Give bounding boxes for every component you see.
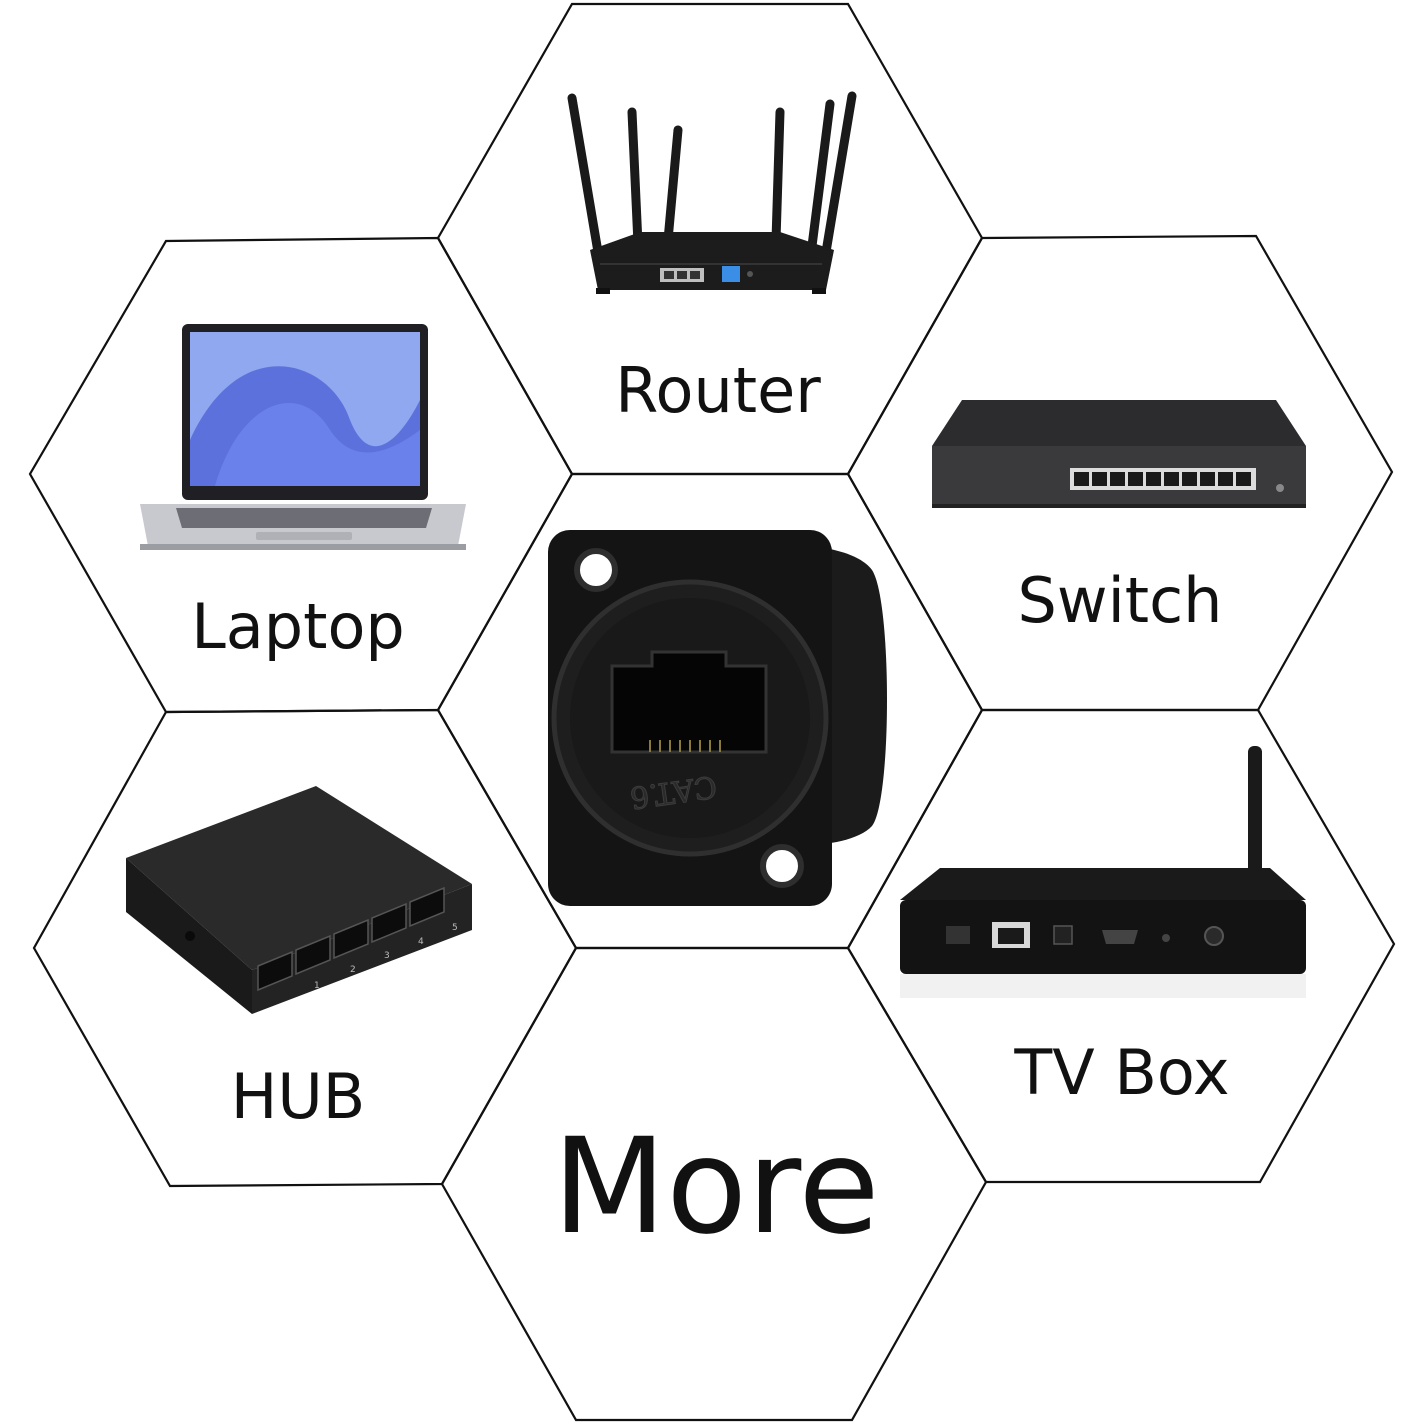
hub-port-number: 5: [452, 923, 458, 933]
laptop-label: Laptop: [191, 590, 405, 663]
honeycomb-outlines: [28, 2, 1396, 1422]
hub-port-number: 4: [418, 937, 424, 947]
hub-label: HUB: [231, 1060, 366, 1133]
rj45-cat6-panel-connector-icon: CAT.6: [548, 530, 887, 906]
hub-port-number: 3: [384, 951, 390, 961]
router-icon: [567, 91, 857, 294]
router-label: Router: [615, 354, 821, 427]
laptop-icon: [140, 324, 466, 550]
hub-port-number: 1: [314, 981, 320, 991]
more-label: More: [552, 1110, 879, 1264]
tvbox-label: TV Box: [1013, 1036, 1229, 1109]
tv-box-icon: [900, 746, 1306, 998]
hub-port-number: 2: [350, 965, 356, 975]
network-switch-icon: [932, 400, 1306, 508]
hex-more: [440, 946, 988, 1422]
switch-label: Switch: [1018, 564, 1223, 637]
ethernet-hub-icon: 1 2 3 4 5: [126, 786, 472, 1014]
